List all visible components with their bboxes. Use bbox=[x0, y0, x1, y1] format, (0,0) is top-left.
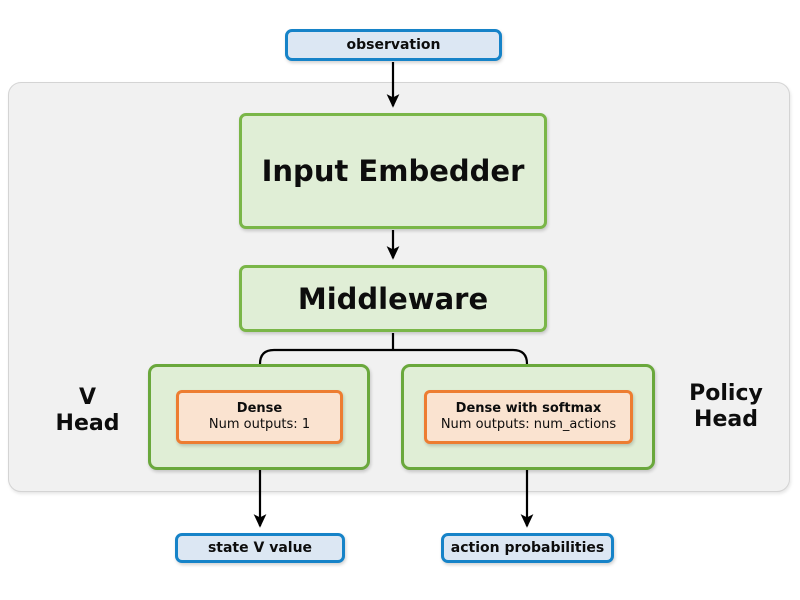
caption-policy-head-line1: Policy bbox=[689, 381, 763, 406]
node-dense-v[interactable]: Dense Num outputs: 1 bbox=[176, 390, 343, 444]
node-dense-v-subtitle: Num outputs: 1 bbox=[208, 417, 311, 432]
node-action-probabilities-label: action probabilities bbox=[450, 540, 605, 556]
node-dense-v-title: Dense bbox=[236, 400, 283, 416]
node-dense-policy-subtitle: Num outputs: num_actions bbox=[440, 417, 617, 432]
caption-v-head: V Head bbox=[35, 385, 140, 437]
node-dense-policy[interactable]: Dense with softmax Num outputs: num_acti… bbox=[424, 390, 633, 444]
node-observation[interactable]: observation bbox=[285, 29, 502, 61]
node-action-probabilities[interactable]: action probabilities bbox=[441, 533, 614, 563]
node-middleware[interactable]: Middleware bbox=[239, 265, 547, 332]
caption-policy-head-line2: Head bbox=[694, 406, 758, 432]
caption-v-head-line2: Head bbox=[55, 410, 120, 436]
node-input-embedder-label: Input Embedder bbox=[261, 154, 525, 188]
node-middleware-label: Middleware bbox=[297, 281, 489, 316]
node-observation-label: observation bbox=[346, 37, 441, 53]
caption-policy-head: Policy Head bbox=[662, 381, 790, 433]
node-state-v-value[interactable]: state V value bbox=[175, 533, 345, 563]
caption-v-head-line1: V bbox=[78, 385, 97, 410]
node-input-embedder[interactable]: Input Embedder bbox=[239, 113, 547, 229]
node-dense-policy-title: Dense with softmax bbox=[455, 400, 602, 416]
node-state-v-value-label: state V value bbox=[207, 540, 313, 556]
